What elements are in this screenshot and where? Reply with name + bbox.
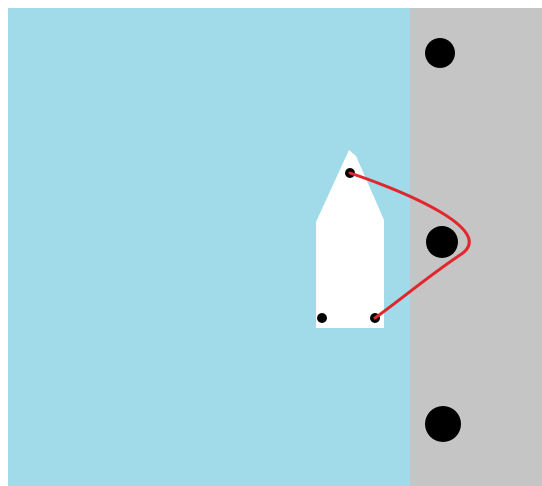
bollard-icon[interactable] — [425, 38, 455, 68]
boat-hull[interactable] — [316, 150, 384, 328]
boat[interactable] — [316, 150, 384, 328]
bollard-icon[interactable] — [426, 226, 458, 258]
mooring-rope[interactable] — [348, 171, 471, 320]
bollard-icon[interactable] — [425, 406, 461, 442]
cleat-icon[interactable] — [317, 313, 327, 323]
